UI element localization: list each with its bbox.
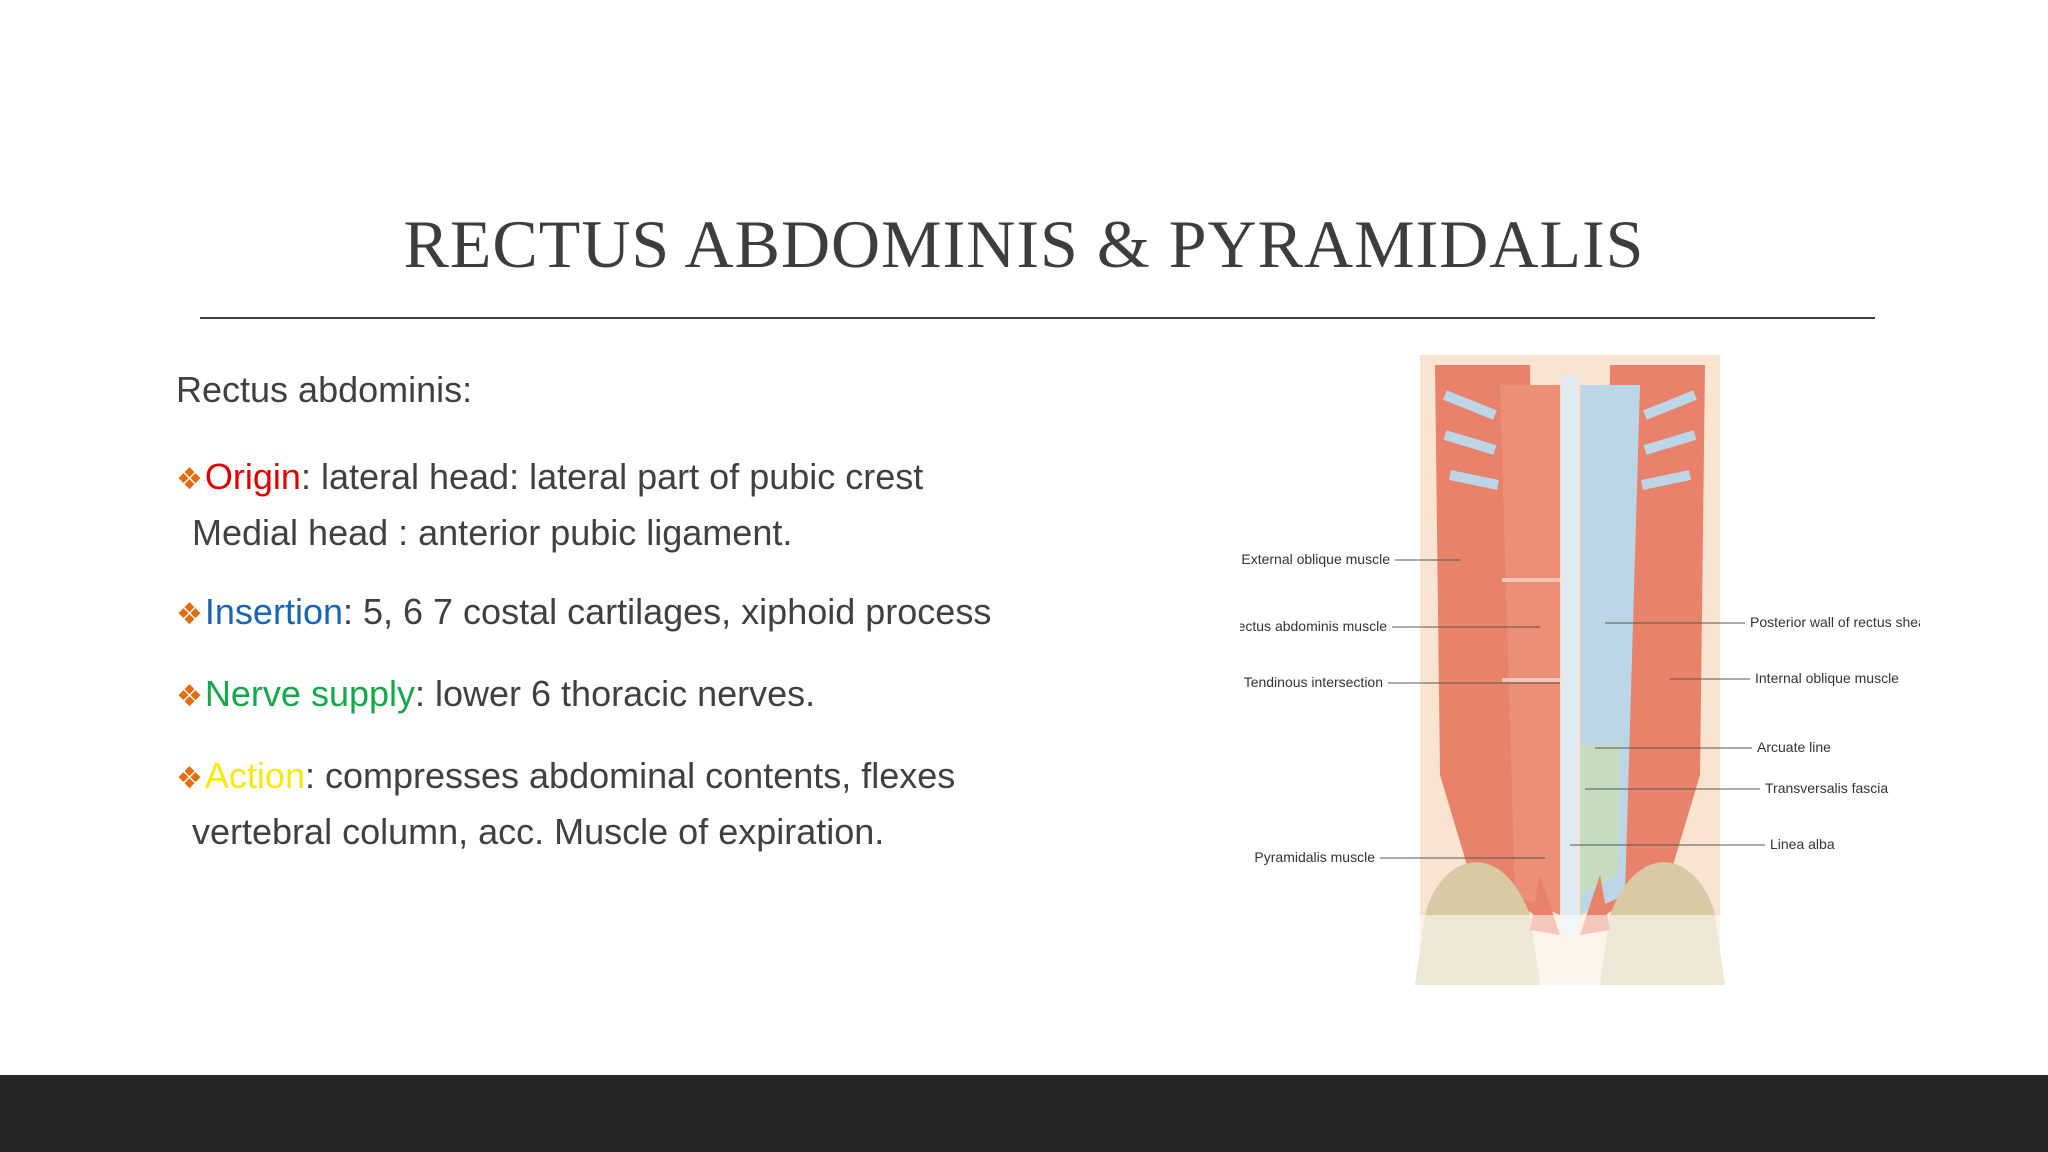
label-internal-oblique: Internal oblique muscle [1755,670,1899,686]
section-subtitle: Rectus abdominis: [176,369,473,410]
label-linea-alba: Linea alba [1770,836,1835,852]
bullet-origin: ❖Origin: lateral head: lateral part of p… [176,450,1076,559]
label-pyramidalis: Pyramidalis muscle [1254,849,1375,865]
action-text-continued: vertebral column, acc. Muscle of expirat… [192,811,885,852]
content-text: Rectus abdominis: ❖Origin: lateral head:… [176,368,1076,884]
abdominal-wall-illustration: External oblique muscle Rectus abdominis… [1240,355,1920,985]
diamond-bullet-icon: ❖ [176,463,203,496]
label-transversalis-fascia: Transversalis fascia [1765,780,1888,796]
action-key: Action [204,755,305,796]
origin-text-continued: Medial head : anterior pubic ligament. [192,512,793,553]
action-text: : compresses abdominal contents, flexes [304,755,956,796]
nerve-supply-text: : lower 6 thoracic nerves. [415,673,816,714]
origin-text: : lateral head: lateral part of pubic cr… [300,456,924,497]
diamond-bullet-icon: ❖ [176,762,203,795]
label-posterior-wall: Posterior wall of rectus sheath [1750,614,1920,630]
bullet-insertion: ❖Insertion: 5, 6 7 costal cartilages, xi… [176,585,1076,641]
label-tendinous-intersection: Tendinous intersection [1244,674,1383,690]
label-rectus-abdominis: Rectus abdominis muscle [1240,618,1387,634]
slide: RECTUS ABDOMINIS & PYRAMIDALIS Rectus ab… [176,206,1920,985]
slide-title: RECTUS ABDOMINIS & PYRAMIDALIS [403,206,1645,282]
bullet-nerve-supply: ❖Nerve supply: lower 6 thoracic nerves. [176,667,1076,723]
title-divider [200,317,1875,319]
diamond-bullet-icon: ❖ [176,680,203,713]
bottom-bar [0,1075,2048,1152]
anatomy-figure: External oblique muscle Rectus abdominis… [1240,355,1920,985]
insertion-text: : 5, 6 7 costal cartilages, xiphoid proc… [342,591,992,632]
insertion-key: Insertion [204,591,343,632]
label-arcuate-line: Arcuate line [1757,739,1831,755]
diamond-bullet-icon: ❖ [176,598,203,631]
label-external-oblique: External oblique muscle [1241,551,1390,567]
origin-key: Origin [204,456,301,497]
bullet-action: ❖Action: compresses abdominal contents, … [176,749,1076,858]
nerve-supply-key: Nerve supply [204,673,415,714]
